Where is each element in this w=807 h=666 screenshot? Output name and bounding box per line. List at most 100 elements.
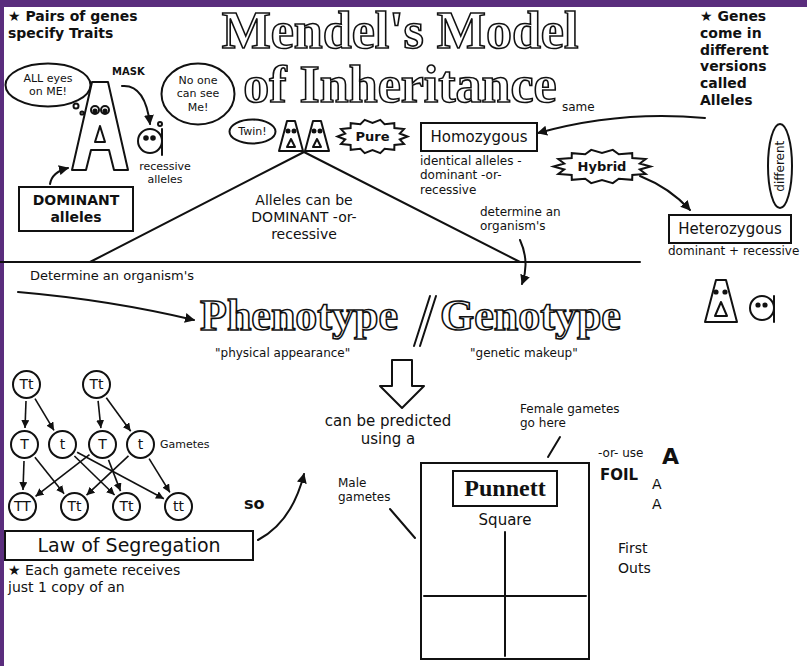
note-label: different	[773, 141, 787, 192]
twin-allele-figure	[305, 121, 329, 151]
gamete-arrow	[35, 457, 64, 493]
gamete-arrow	[106, 398, 130, 431]
allele-circle: Tt	[12, 370, 41, 399]
figure-pupil	[313, 130, 316, 133]
twin-allele-figure	[279, 121, 303, 151]
node-text: T	[98, 436, 107, 453]
gamete-arrow	[109, 460, 121, 491]
note-label: Male gametes	[338, 476, 398, 505]
bubble-outline-shape	[6, 64, 91, 107]
slash-mark	[414, 296, 436, 346]
gamete-arrow	[77, 452, 164, 498]
node-text: Punnett	[452, 470, 557, 507]
leader-line	[390, 509, 415, 538]
note-label: ★ Pairs of genes specify Traits	[8, 8, 148, 42]
note-label: Outs	[618, 560, 651, 577]
thought-bubble: Twin!	[228, 118, 277, 145]
node-text: Twin!	[238, 125, 266, 138]
leader-line	[548, 437, 560, 457]
determine-arrow	[18, 292, 194, 320]
node-text: TT	[14, 498, 31, 515]
hetero-allele-figure	[705, 280, 737, 322]
heading-word: Phenotype	[200, 290, 398, 343]
note-label: Determine an organism's	[30, 268, 194, 284]
recessive-allele-figure	[138, 129, 162, 153]
figure-pupil	[93, 109, 96, 112]
allele-circle: T	[10, 430, 39, 459]
allele-circle: TT	[8, 492, 37, 521]
note-label: recessive alleles	[130, 160, 200, 186]
heading-word: Genotype	[440, 290, 621, 343]
note-label: -or- use	[598, 446, 643, 460]
gamete-arrow	[149, 459, 170, 493]
figure-pupil	[319, 130, 322, 133]
figure-pupil	[756, 303, 759, 306]
node-text: ALL eyes on ME!	[20, 72, 76, 98]
note-label: First	[618, 540, 647, 557]
bubble-tail	[158, 122, 162, 126]
same-arrow	[538, 116, 705, 133]
so-arrow	[258, 474, 304, 540]
determine-arrow	[520, 240, 526, 284]
note-label: so	[244, 494, 265, 513]
term-box: DOMINANT alleles	[18, 186, 134, 232]
node-text: t	[60, 436, 66, 453]
note-label: identical alleles - dominant -or- recess…	[420, 154, 530, 197]
different-oval	[768, 124, 792, 208]
node-text: No one can see Me!	[174, 74, 222, 114]
note-label: A	[662, 444, 679, 470]
note-label: A	[652, 496, 662, 513]
note-label: Female gametes go here	[520, 402, 630, 431]
figure-pupil	[151, 136, 155, 140]
allele-circle: T	[88, 430, 117, 459]
figure-pupil	[144, 136, 148, 140]
down-arrow	[380, 360, 424, 408]
node-subtext: Square	[479, 511, 532, 529]
note-label: Alleles can be DOMINANT -or- recessive	[244, 192, 364, 242]
allele-circle: t	[126, 430, 155, 459]
allele-circle: Tt	[82, 370, 111, 399]
node-text: Tt	[119, 498, 133, 515]
starburst-outline-shape	[554, 150, 651, 183]
allele-circle: tt	[164, 492, 193, 521]
hybrid-arrow	[640, 176, 690, 210]
note-label: determine an organism's	[480, 205, 570, 234]
punnett-square: PunnettSquare	[420, 462, 590, 660]
bubble-outline-shape	[230, 120, 276, 144]
note-label: "physical appearance"	[215, 346, 350, 360]
node-text: Tt	[19, 376, 33, 393]
figure-pupil	[714, 290, 717, 293]
node-text: Hybrid	[578, 159, 627, 175]
starburst: Pure	[336, 118, 409, 155]
law-band: Law of Segregation	[4, 530, 254, 561]
title-text: Mendel's Model of Inheritance	[200, 4, 600, 112]
node-text: Homozygous	[430, 128, 527, 146]
figure-pupil	[103, 109, 106, 112]
gamete-arrow	[25, 401, 26, 428]
node-text: t	[138, 436, 144, 453]
node-text: tt	[173, 498, 184, 515]
note-label: Gametes	[160, 438, 210, 451]
punnett-grid	[424, 532, 586, 656]
note-label: MASK	[112, 66, 145, 78]
figure-pupil	[723, 290, 726, 293]
node-text: Pure	[355, 129, 389, 145]
starburst: Hybrid	[552, 148, 652, 185]
note-label: can be predicted using a	[318, 412, 458, 448]
thought-bubble: ALL eyes on ME!	[4, 62, 92, 108]
note-label: same	[560, 100, 597, 114]
gamete-arrow	[36, 455, 90, 497]
term-box: Homozygous	[420, 122, 538, 152]
ink-drawing	[0, 82, 792, 656]
node-text: DOMINANT alleles	[28, 192, 124, 226]
recessive-allele-stem	[161, 129, 163, 155]
term-box: Heterozygous	[668, 214, 792, 244]
hetero-recessive-figure	[750, 296, 774, 320]
note-label: "genetic makeup"	[470, 346, 578, 360]
starburst-outline-shape	[338, 120, 408, 153]
allele-circle: Tt	[60, 492, 89, 521]
bubble-outline-shape	[162, 64, 235, 125]
gamete-arrow	[98, 401, 101, 428]
figure-pupil	[293, 130, 296, 133]
